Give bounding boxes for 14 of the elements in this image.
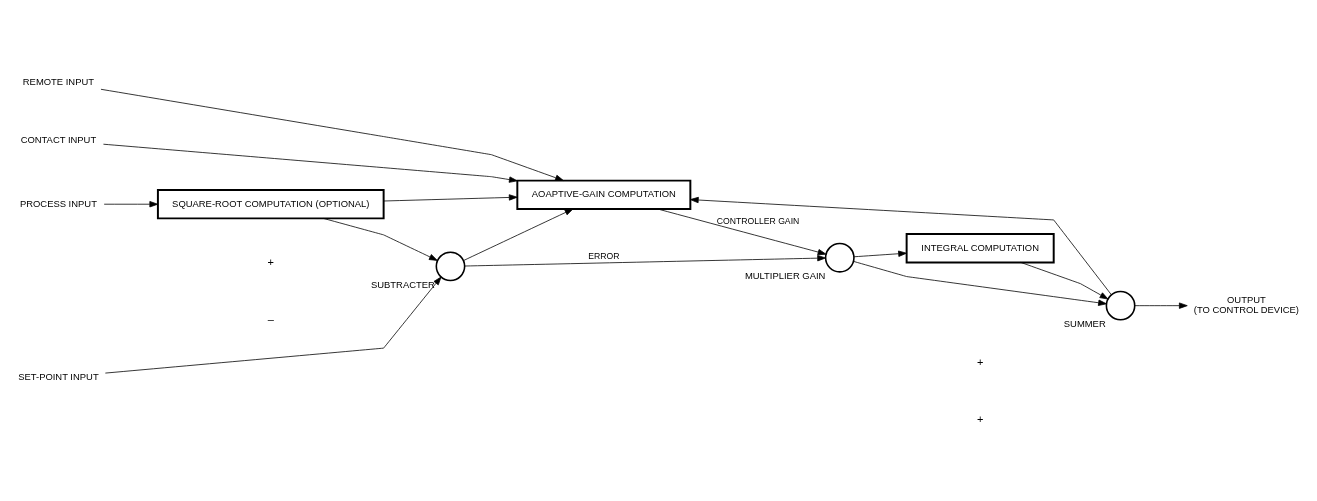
node-label: SUBTRACTER (370, 278, 435, 290)
node-text: PROCESS INPUT (19, 197, 97, 209)
label: + (976, 412, 984, 425)
node-label: SUMMER (1063, 317, 1106, 329)
label: + (976, 355, 984, 368)
label: – (267, 312, 274, 325)
label: + (267, 255, 274, 268)
edge-label: ERROR (588, 250, 620, 261)
node-text: CONTACT INPUT (20, 133, 97, 145)
edge-label: CONTROLLER GAIN (716, 215, 800, 226)
node-text: OUTPUT (TO CONTROL DEVICE) (1193, 293, 1299, 315)
node-text: SET-POINT INPUT (18, 370, 99, 382)
node-text: REMOTE INPUT (22, 75, 95, 87)
node-label: MULTIPLIER GAIN (744, 269, 826, 281)
